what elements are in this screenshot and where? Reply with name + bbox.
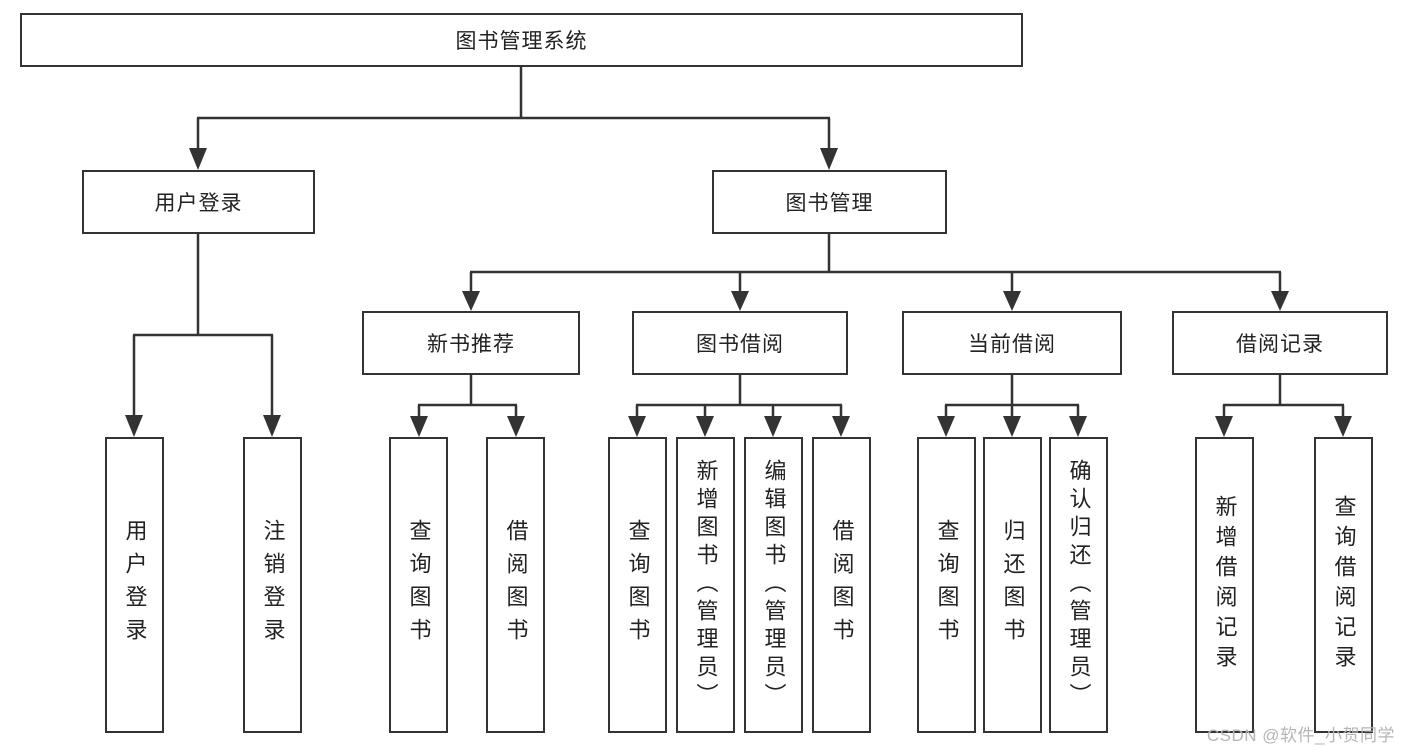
- node-library-management-system: 图书管理系统: [20, 13, 1023, 67]
- connector-new-book-branch: [410, 375, 525, 437]
- leaf-query-books-recommend: 查询图书: [389, 437, 448, 733]
- leaf-add-book-admin: 新增图书（管理员）: [676, 437, 735, 733]
- leaf-user-login: 用户登录: [105, 437, 164, 733]
- connector-current-borrow-branch: [937, 375, 1087, 437]
- leaf-return-books: 归还图书: [983, 437, 1042, 733]
- leaf-add-borrow-record: 新增借阅记录: [1195, 437, 1254, 733]
- connector-root-to-level2: [189, 67, 838, 170]
- leaf-logout: 注销登录: [243, 437, 302, 733]
- leaf-edit-book-admin: 编辑图书（管理员）: [744, 437, 803, 733]
- connector-book-management-branch: [462, 234, 1289, 311]
- node-book-borrow: 图书借阅: [632, 311, 848, 375]
- leaf-borrow-books-recommend: 借阅图书: [486, 437, 545, 733]
- node-new-book-recommend: 新书推荐: [362, 311, 580, 375]
- csdn-watermark: CSDN @软件_小贺同学: [1206, 726, 1395, 745]
- connector-user-login-branch: [125, 234, 281, 437]
- leaf-query-borrow-record: 查询借阅记录: [1314, 437, 1373, 733]
- node-current-borrow: 当前借阅: [902, 311, 1122, 375]
- leaf-confirm-return-admin: 确认归还（管理员）: [1049, 437, 1108, 733]
- connector-borrow-records-branch: [1215, 375, 1352, 437]
- leaf-query-books-borrow: 查询图书: [608, 437, 667, 733]
- node-borrow-records: 借阅记录: [1172, 311, 1388, 375]
- connector-book-borrow-branch: [628, 375, 850, 437]
- leaf-borrow-books: 借阅图书: [812, 437, 871, 733]
- node-book-management: 图书管理: [712, 170, 947, 234]
- leaf-query-books-current: 查询图书: [917, 437, 976, 733]
- node-user-login: 用户登录: [82, 170, 315, 234]
